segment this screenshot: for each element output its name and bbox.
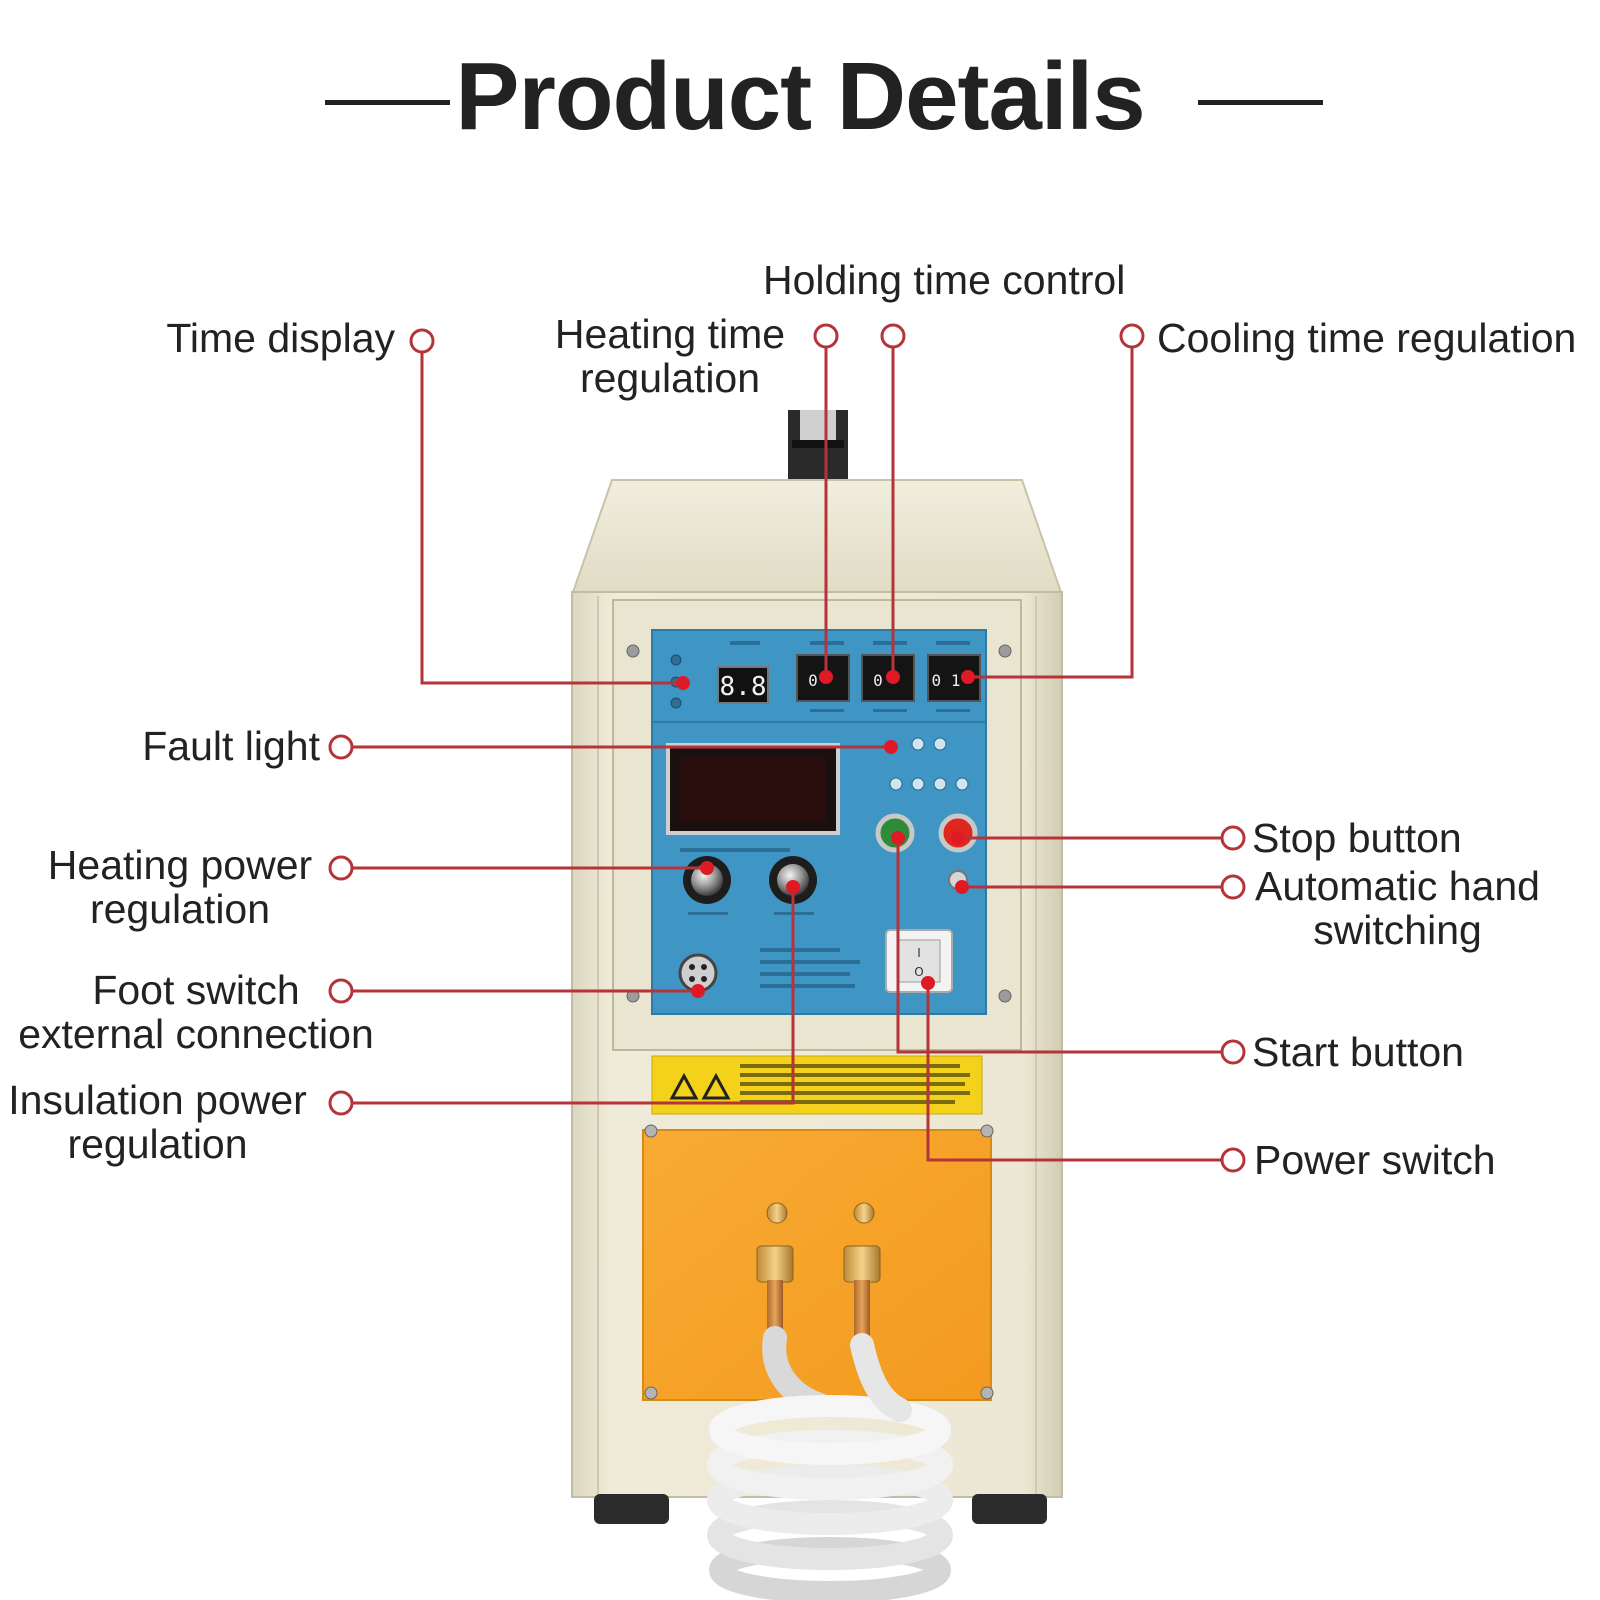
- coil-terminals: [756, 1202, 881, 1350]
- label-line: Automatic hand: [1255, 863, 1540, 909]
- svg-text:0: 0: [808, 671, 818, 690]
- callout-rings: [328, 323, 1246, 1173]
- power-switch[interactable]: I O: [885, 929, 953, 993]
- label-foot-switch-external-connection: Foot switch external connection: [6, 968, 386, 1056]
- label-time-display: Time display: [166, 315, 395, 361]
- title-rule-left: [325, 100, 450, 105]
- label-stop-button: Stop button: [1252, 815, 1462, 861]
- screw-icon: [998, 989, 1012, 1003]
- terminal-plate: [642, 1129, 992, 1401]
- label-heating-time-regulation: Heating time regulation: [540, 312, 800, 400]
- title-rule-right: [1198, 100, 1323, 105]
- label-heating-power-regulation: Heating power regulation: [40, 843, 320, 931]
- label-line: regulation: [67, 1121, 248, 1167]
- label-fault-light: Fault light: [142, 723, 320, 769]
- leader-time-display: [420, 353, 683, 685]
- label-holding-time-control: Holding time control: [763, 257, 1126, 303]
- housing-top: [570, 479, 1064, 596]
- svg-text:I: I: [917, 946, 921, 960]
- svg-text:8.8: 8.8: [720, 672, 767, 702]
- label-line: Foot switch: [92, 967, 300, 1013]
- label-line: switching: [1313, 907, 1482, 953]
- leader-cooling-time: [968, 348, 1134, 679]
- label-line: regulation: [579, 355, 761, 401]
- label-start-button: Start button: [1252, 1029, 1464, 1075]
- svg-text:0 1: 0 1: [932, 671, 961, 690]
- foot: [594, 1494, 669, 1524]
- status-lights: [889, 737, 969, 791]
- foot: [972, 1494, 1047, 1524]
- time-display: 8.8: [717, 666, 769, 704]
- title-bar: Product Details: [0, 28, 1600, 150]
- target-dots: [676, 670, 975, 998]
- induction-coil: [707, 1326, 953, 1600]
- label-line: regulation: [89, 886, 271, 932]
- leader-insulation-power: [353, 887, 795, 1105]
- label-line: external connection: [18, 1011, 374, 1057]
- leader-power-switch: [926, 983, 1221, 1162]
- label-line: Heating power: [47, 842, 313, 888]
- label-line: Heating time: [554, 311, 786, 357]
- warning-sticker: [651, 1055, 983, 1115]
- leader-start-button: [896, 838, 1221, 1054]
- screw-icon: [626, 644, 640, 658]
- label-line: Insulation power: [8, 1077, 307, 1123]
- leader-lines: [353, 348, 1221, 1162]
- label-automatic-hand-switching: Automatic hand switching: [1245, 864, 1550, 952]
- holding-timer[interactable]: 0: [861, 654, 915, 702]
- label-insulation-power-regulation: Insulation power regulation: [0, 1078, 315, 1166]
- svg-text:0: 0: [873, 671, 883, 690]
- label-cooling-time-regulation: Cooling time regulation: [1157, 315, 1577, 361]
- page-title: Product Details: [455, 43, 1145, 150]
- label-power-switch: Power switch: [1254, 1137, 1496, 1183]
- screw-icon: [998, 644, 1012, 658]
- svg-text:O: O: [914, 965, 923, 979]
